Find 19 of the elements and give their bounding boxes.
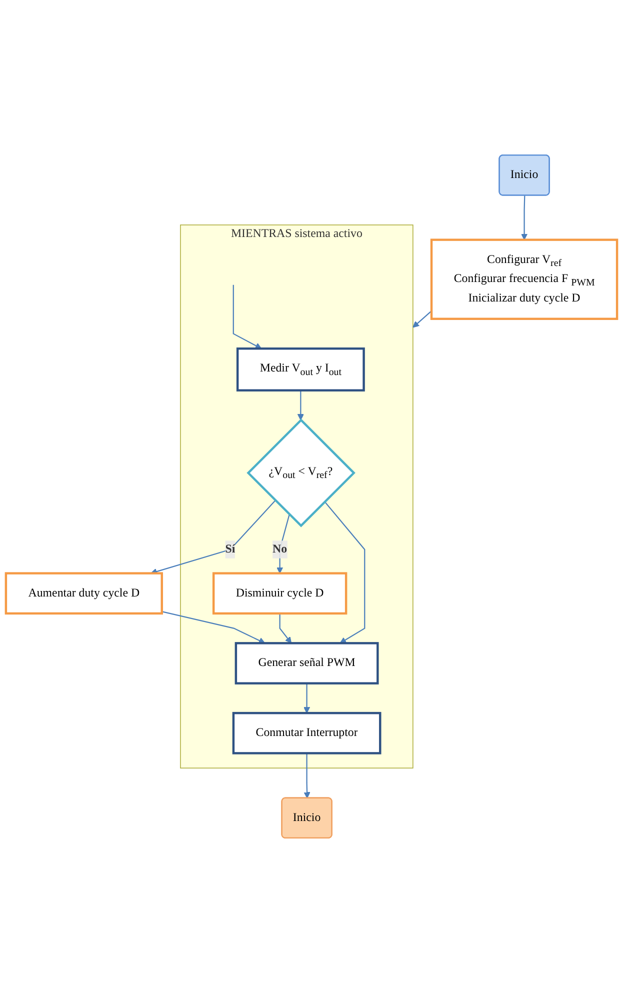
arrow — [232, 284, 262, 349]
edge-label: Sí — [225, 542, 236, 556]
arrow — [304, 753, 310, 798]
arrow — [412, 310, 432, 328]
edge-label: No — [272, 542, 288, 556]
arrow — [304, 683, 310, 714]
node-diamond: ¿V$_{out}$ < V$_{ref}$? — [246, 418, 356, 528]
node-box: Conmutar Interruptor — [232, 712, 382, 754]
node-box: Medir V$_{out}$ y I$_{out}$ — [236, 347, 365, 392]
arrow — [521, 196, 528, 240]
arrow — [162, 610, 266, 644]
node-box: Generar señal PWM — [234, 642, 379, 684]
arrow — [324, 501, 366, 644]
node-box: Disminuir cycle D — [212, 572, 348, 615]
node-box: Configurar V$_{ref}$ Configurar frecuencia F $_{PWM}$ Inicializar duty cycle D — [430, 238, 618, 320]
node-box: Aumentar duty cycle D — [4, 572, 163, 615]
arrow — [276, 514, 290, 574]
arrow — [297, 390, 304, 420]
arrow — [279, 613, 292, 644]
